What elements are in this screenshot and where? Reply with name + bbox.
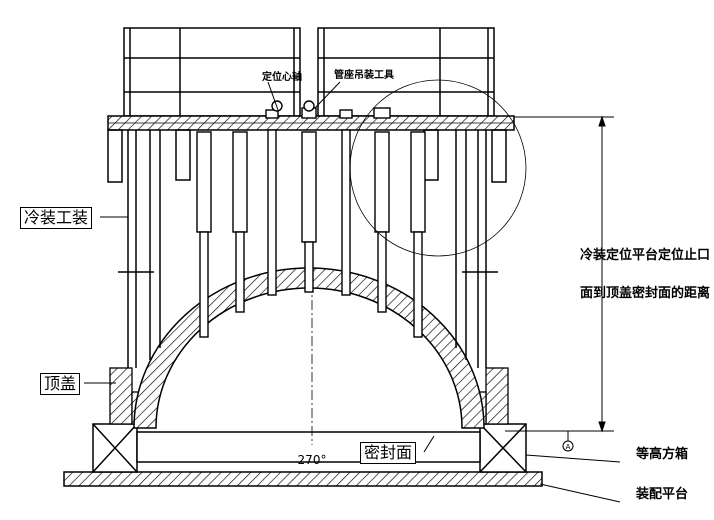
top-cover-label: 顶盖 — [40, 373, 81, 395]
detail-circle — [349, 79, 527, 257]
fixture-frame — [107, 129, 507, 368]
cold-fixture-label: 冷装工装 — [20, 207, 93, 229]
hoisting-rods — [196, 129, 426, 338]
assembly-platform — [63, 471, 543, 487]
top-cover-flanges — [109, 367, 509, 425]
distance-label-line2: 面到顶盖密封面的距离 — [580, 286, 711, 301]
pipe-seat-tool-label: 管座吊装工具 — [334, 68, 394, 81]
leader-lines — [84, 81, 621, 503]
sealing-surface-label: 密封面 — [360, 442, 417, 464]
equal-height-box-label: 等高方箱 — [636, 447, 689, 462]
assembly-platform-label: 装配平台 — [636, 487, 689, 502]
positioning-pin-label: 定位心轴 — [262, 70, 302, 83]
datum-symbol — [562, 431, 574, 452]
sealing-plate — [136, 431, 481, 463]
angle-label: 270° — [298, 453, 327, 467]
upper-railing — [123, 27, 495, 117]
datum-label: A — [566, 443, 571, 451]
top-cover-dome — [133, 267, 485, 429]
distance-label-line1: 冷装定位平台定位止口 — [580, 248, 711, 263]
equal-height-box-left — [92, 423, 138, 473]
distance-dimension — [505, 115, 614, 433]
platform-fittings — [265, 100, 391, 119]
